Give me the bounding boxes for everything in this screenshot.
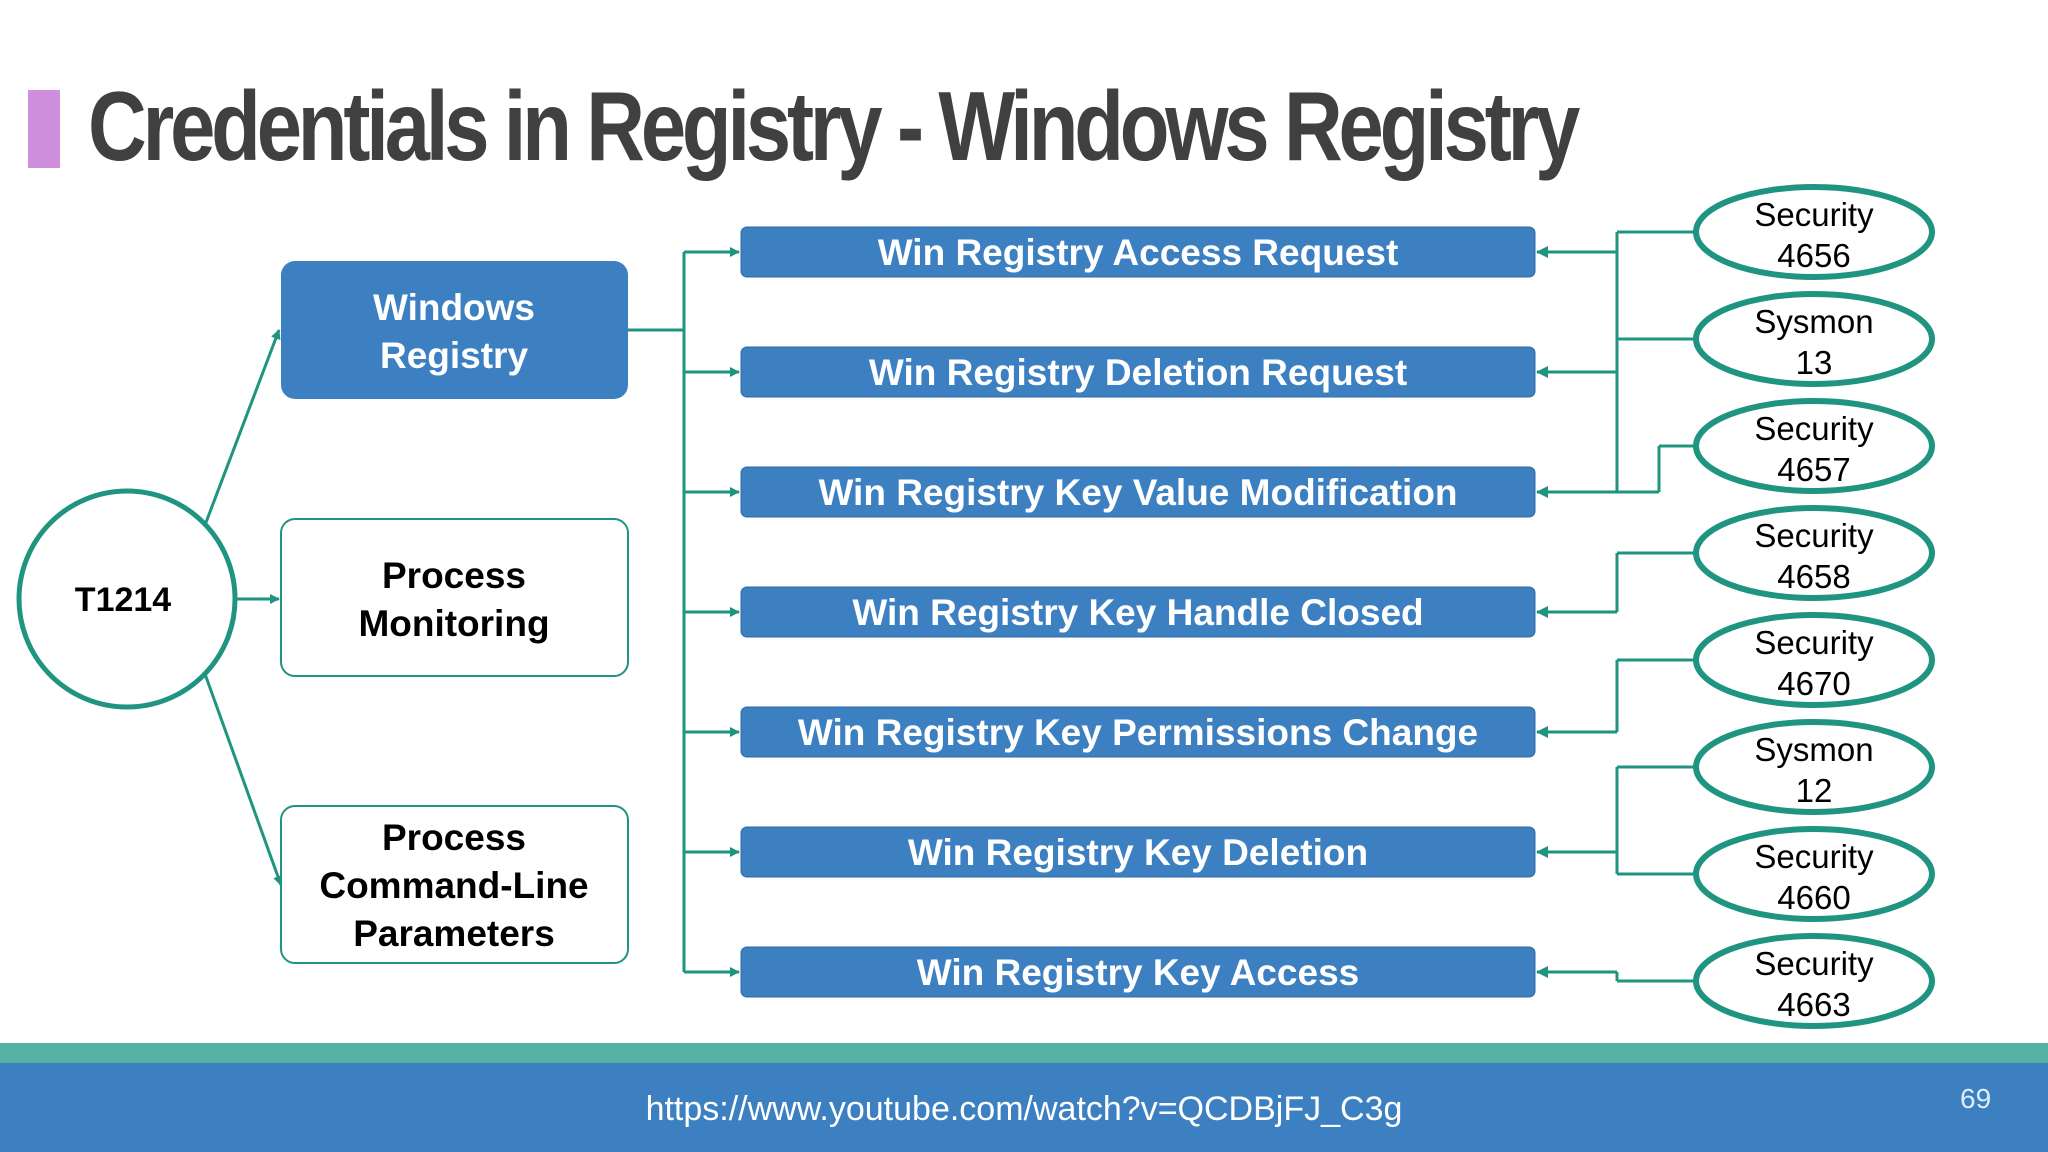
event-id-ellipse: Security 4658 bbox=[1693, 505, 1935, 601]
event-box-label: Win Registry Key Permissions Change bbox=[798, 712, 1478, 753]
event-box: Win Registry Key Handle Closed bbox=[740, 586, 1536, 638]
event-box-shape bbox=[740, 946, 1536, 998]
event-box: Win Registry Deletion Request bbox=[740, 346, 1536, 398]
event-id-source: Sysmon bbox=[1754, 303, 1873, 340]
command-line-label-line1: Process bbox=[382, 817, 526, 858]
event-box-shape bbox=[740, 346, 1536, 398]
event-id-arrowhead bbox=[1536, 366, 1548, 378]
event-id-source: Sysmon bbox=[1754, 731, 1873, 768]
page-number: 69 bbox=[1960, 1083, 1992, 1114]
root-node: T1214 bbox=[16, 488, 238, 710]
event-id-ellipse: Security 4670 bbox=[1693, 612, 1935, 708]
registry-bus bbox=[628, 252, 686, 972]
windows-registry-label-line1: Windows bbox=[373, 287, 535, 328]
event-box-shape bbox=[740, 706, 1536, 758]
event-box: Win Registry Key Value Modification bbox=[740, 466, 1536, 518]
event-id-number: 4660 bbox=[1777, 879, 1850, 916]
data-source-process-command-line: Process Command-Line Parameters bbox=[280, 805, 629, 964]
event-id-ellipse: Security 4657 bbox=[1693, 398, 1935, 494]
event-id-source: Security bbox=[1754, 838, 1874, 875]
event-id-ellipse: Sysmon 12 bbox=[1693, 719, 1935, 815]
event-id-arrowhead bbox=[1536, 846, 1548, 858]
event-id-ellipse-shape bbox=[1693, 826, 1935, 922]
event-id-number: 4663 bbox=[1777, 986, 1850, 1023]
event-id-source: Security bbox=[1754, 410, 1874, 447]
event-box: Win Registry Key Deletion bbox=[740, 826, 1536, 878]
event-id-ellipse: Security 4656 bbox=[1693, 184, 1935, 280]
root-to-windows-registry-arrow bbox=[203, 329, 281, 526]
event-id-source: Security bbox=[1754, 624, 1874, 661]
event-id-arrowhead bbox=[1536, 726, 1548, 738]
event-id-number: 4658 bbox=[1777, 558, 1850, 595]
root-connectors bbox=[203, 329, 283, 886]
event-box-label: Win Registry Key Deletion bbox=[908, 832, 1368, 873]
event-id-ellipse: Security 4660 bbox=[1693, 826, 1935, 922]
event-id-source: Security bbox=[1754, 196, 1874, 233]
event-id-ellipses: Security4656Sysmon13Security4657Security… bbox=[1693, 184, 1935, 1029]
event-id-ellipse-shape bbox=[1693, 184, 1935, 280]
process-monitoring-label-line1: Process bbox=[382, 555, 526, 596]
event-id-arrowhead bbox=[1536, 486, 1548, 498]
event-id-number: 12 bbox=[1796, 772, 1833, 809]
event-id-source: Security bbox=[1754, 517, 1874, 554]
event-id-ellipse-shape bbox=[1693, 291, 1935, 387]
event-id-number: 4657 bbox=[1777, 451, 1850, 488]
process-monitoring-label-line2: Monitoring bbox=[358, 603, 549, 644]
data-source-process-monitoring: Process Monitoring bbox=[280, 518, 629, 677]
title-accent-bar bbox=[28, 90, 60, 168]
page-title: Credentials in Registry - Windows Regist… bbox=[88, 71, 1580, 181]
event-id-arrowhead bbox=[1536, 246, 1548, 258]
event-id-arrowhead bbox=[1536, 966, 1548, 978]
event-id-ellipse: Sysmon 13 bbox=[1693, 291, 1935, 387]
event-box-shape bbox=[740, 586, 1536, 638]
footer-stripe bbox=[0, 1043, 2048, 1063]
event-id-ellipse-shape bbox=[1693, 398, 1935, 494]
root-node-label: T1214 bbox=[75, 581, 171, 619]
event-id-number: 4656 bbox=[1777, 237, 1850, 274]
event-id-ellipse: Security 4663 bbox=[1693, 933, 1935, 1029]
root-to-command-line-arrow bbox=[203, 673, 283, 886]
event-box-shape bbox=[740, 226, 1536, 278]
event-box-label: Win Registry Key Value Modification bbox=[818, 472, 1457, 513]
event-box: Win Registry Key Permissions Change bbox=[740, 706, 1536, 758]
event-id-number: 4670 bbox=[1777, 665, 1850, 702]
event-id-ellipse-shape bbox=[1693, 505, 1935, 601]
data-source-windows-registry: Windows Registry bbox=[281, 261, 628, 399]
event-box: Win Registry Access Request bbox=[740, 226, 1536, 278]
event-box-label: Win Registry Access Request bbox=[878, 232, 1399, 273]
event-id-ellipse-shape bbox=[1693, 719, 1935, 815]
event-box-label: Win Registry Key Access bbox=[917, 952, 1359, 993]
footer-url[interactable]: https://www.youtube.com/watch?v=QCDBjFJ_… bbox=[645, 1090, 1403, 1128]
command-line-label-line2: Command-Line bbox=[319, 865, 588, 906]
event-box-label: Win Registry Key Handle Closed bbox=[852, 592, 1423, 633]
event-id-number: 13 bbox=[1796, 344, 1833, 381]
footer-bar bbox=[0, 1063, 2048, 1152]
windows-registry-label-line2: Registry bbox=[380, 335, 528, 376]
event-box-shape bbox=[740, 466, 1536, 518]
event-id-source: Security bbox=[1754, 945, 1874, 982]
bus-arrows bbox=[684, 247, 740, 977]
event-box-shape bbox=[740, 826, 1536, 878]
command-line-label-line3: Parameters bbox=[353, 913, 555, 954]
event-id-arrowhead bbox=[1536, 606, 1548, 618]
event-id-ellipse-shape bbox=[1693, 933, 1935, 1029]
event-id-ellipse-shape bbox=[1693, 612, 1935, 708]
event-id-connectors bbox=[1536, 230, 1696, 983]
event-box-label: Win Registry Deletion Request bbox=[869, 352, 1407, 393]
event-box: Win Registry Key Access bbox=[740, 946, 1536, 998]
